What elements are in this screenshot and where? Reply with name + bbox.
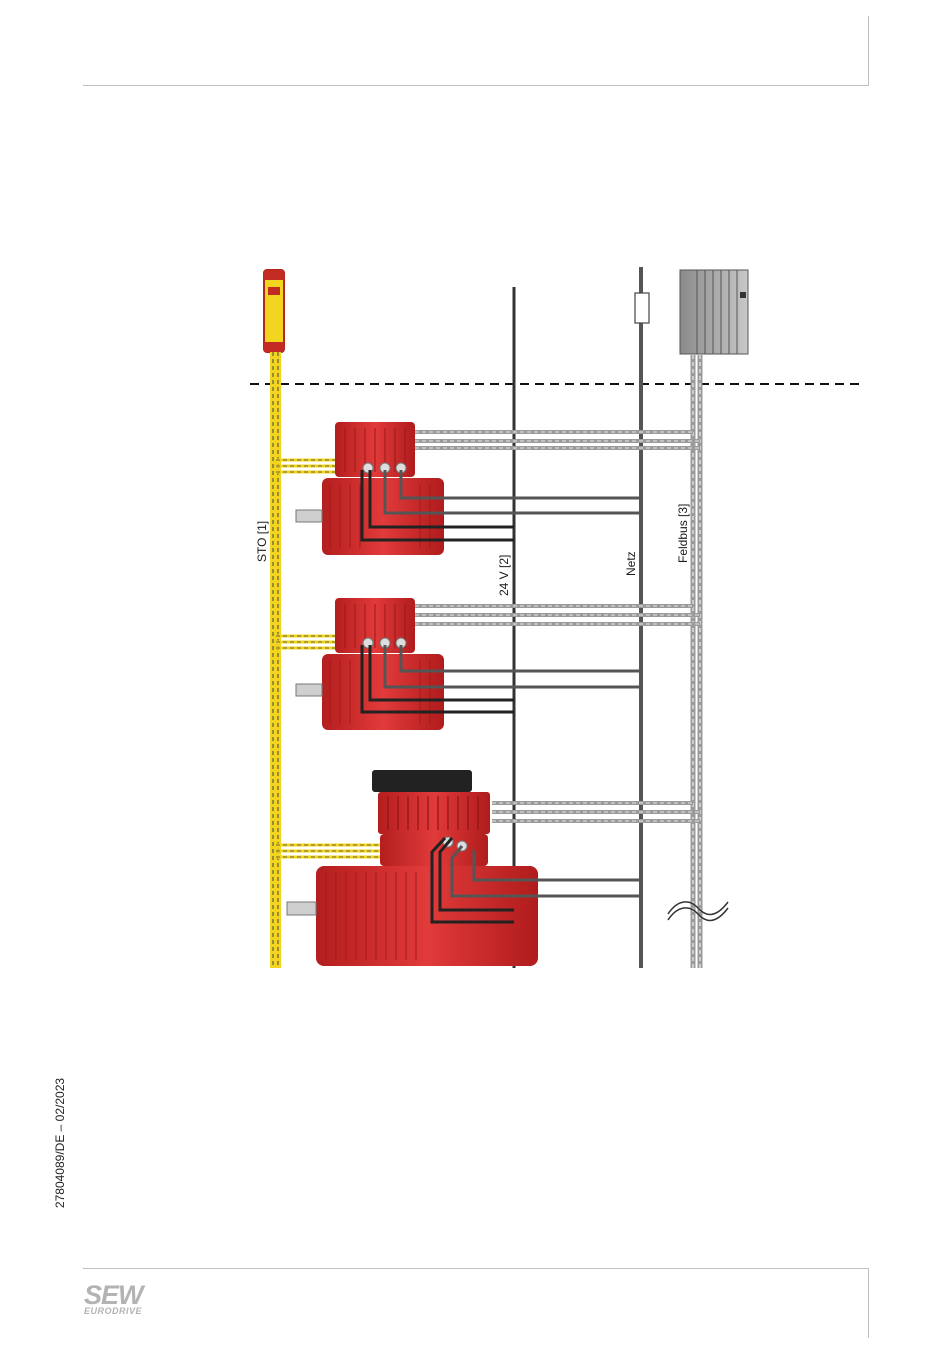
plc-icon [680,270,748,354]
footer-rule-vertical [868,1268,869,1338]
footer-rule [83,1268,869,1269]
logo-sub-text: EURODRIVE [84,1307,154,1316]
supply-24v-label: 24 V [2] [497,555,511,596]
document-reference: 27804089/DE – 02/2023 [53,1078,67,1208]
logo-main-text: SEW [84,1283,154,1307]
motor-icon [287,770,538,966]
fuse-icon [635,293,649,323]
mains-label: Netz [624,551,638,576]
fieldbus-label: Feldbus [3] [676,504,690,563]
sto-label: STO [1] [255,521,269,562]
safety-relay-icon [264,270,284,352]
sew-eurodrive-logo: SEW EURODRIVE [84,1283,154,1319]
